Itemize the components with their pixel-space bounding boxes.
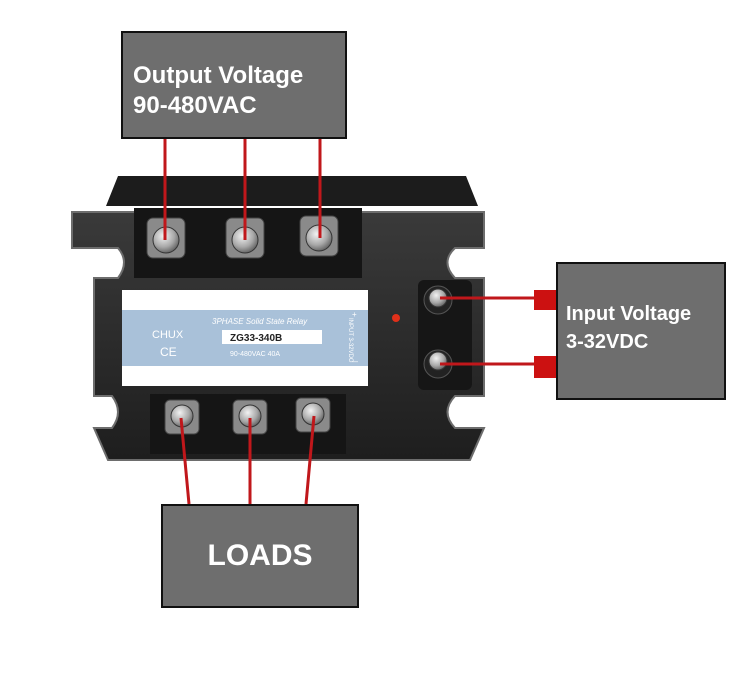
output-voltage-range: 90-480VAC [133, 92, 257, 119]
terminal-label-b2: B2 [230, 365, 249, 382]
screw-input-plus [423, 285, 453, 315]
wire-load-a2 [179, 417, 191, 505]
brand-name: CHUX [152, 329, 184, 341]
top-screws [146, 215, 339, 259]
input-side-text: INPUT 3-32VDC [347, 318, 353, 363]
screw-b2 [232, 399, 268, 435]
screw-c2 [295, 397, 331, 433]
terminal-label-c2: C2 [302, 365, 321, 382]
input-minus-mark: — [350, 357, 358, 366]
ce-mark: CE [160, 345, 177, 359]
wire-load-c2 [304, 415, 316, 505]
input-voltage-title: Input Voltage [566, 303, 692, 325]
wires [163, 139, 536, 505]
loads-label: LOADS [161, 504, 359, 608]
nameplate: 3PHASE Solid State Relay CHUX CE ZG33-34… [122, 290, 368, 386]
connector-input-minus [534, 356, 556, 378]
output-voltage-title: Output Voltage [133, 62, 304, 89]
terminal-label-a2: A2 [158, 367, 177, 384]
screw-a2 [164, 399, 200, 435]
input-voltage-range: 3-32VDC [566, 331, 649, 353]
rating-text: 90-480VAC 40A [230, 351, 280, 358]
loads-text: LOADS [207, 539, 313, 572]
output-voltage-label: Output Voltage 90-480VAC [121, 31, 347, 139]
input-voltage-label: Input Voltage 3-32VDC [556, 262, 726, 400]
status-led [392, 314, 400, 322]
connector-input-plus [534, 290, 556, 310]
model-number: ZG33-340B [230, 333, 282, 344]
nameplate-description: 3PHASE Solid State Relay [212, 317, 308, 326]
bottom-screws [164, 397, 331, 435]
input-plus-mark: + [352, 310, 357, 319]
